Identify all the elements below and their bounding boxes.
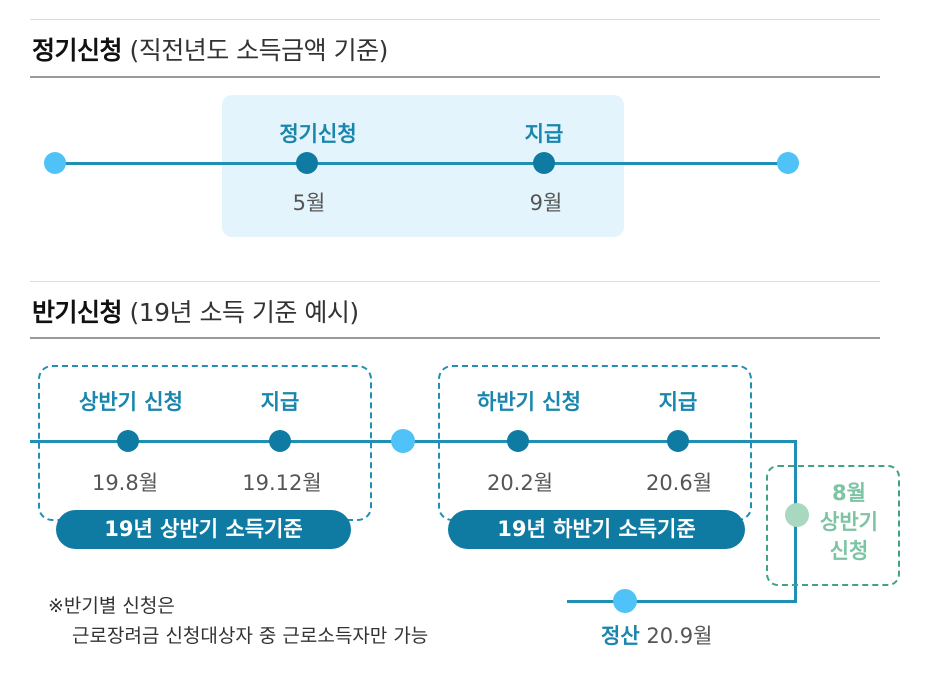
first-apply-label: 상반기 신청 — [79, 390, 183, 414]
top-divider — [30, 19, 880, 20]
regular-title-bold: 정기신청 — [32, 36, 123, 65]
regular-section-title: 정기신청 (직전년도 소득금액 기준) — [32, 31, 388, 67]
second-pay-dot — [667, 430, 689, 452]
regular-timeline — [55, 162, 788, 165]
regular-pay-month: 9월 — [529, 191, 563, 215]
regular-apply-label: 정기신청 — [279, 122, 357, 146]
regular-title-sub: (직전년도 소득금액 기준) — [129, 36, 388, 65]
settle-month: 20.9월 — [646, 624, 713, 648]
second-pay-month: 20.6월 — [645, 471, 713, 495]
half-timeline-bottom — [567, 600, 797, 603]
regular-start-dot — [44, 152, 66, 174]
regular-end-dot — [777, 152, 799, 174]
second-apply-label: 하반기 신청 — [477, 390, 581, 414]
settle-text: 정산 20.9월 — [601, 620, 712, 650]
regular-highlight-box — [222, 95, 624, 237]
second-basis-badge: 19년 하반기 소득기준 — [448, 510, 745, 549]
half-divider — [30, 281, 880, 282]
first-basis-badge: 19년 상반기 소득기준 — [56, 510, 351, 549]
first-pay-label: 지급 — [260, 390, 300, 414]
regular-section-underline — [30, 76, 880, 78]
next-cycle-half: 상반기 — [820, 510, 878, 534]
half-section-underline — [30, 337, 880, 339]
midpoint-dot — [391, 429, 415, 453]
first-apply-dot — [117, 430, 139, 452]
next-cycle-month: 8월 — [832, 481, 866, 505]
note-line1: ※반기별 신청은 — [48, 595, 175, 617]
second-apply-month: 20.2월 — [486, 471, 554, 495]
half-title-sub: (19년 소득 기준 예시) — [129, 298, 359, 327]
first-pay-month: 19.12월 — [242, 471, 322, 495]
regular-pay-label: 지급 — [524, 122, 564, 146]
next-cycle-dashed-box — [766, 465, 900, 586]
half-title-bold: 반기신청 — [32, 298, 123, 327]
next-cycle-apply: 신청 — [829, 539, 869, 563]
second-pay-label: 지급 — [658, 390, 698, 414]
regular-pay-dot — [533, 152, 555, 174]
second-apply-dot — [507, 430, 529, 452]
first-apply-month: 19.8월 — [91, 471, 159, 495]
first-pay-dot — [269, 430, 291, 452]
regular-apply-dot — [296, 152, 318, 174]
settle-label: 정산 — [601, 624, 640, 648]
regular-apply-month: 5월 — [292, 191, 326, 215]
next-cycle-label: 8월 상반기 신청 — [806, 479, 892, 566]
settle-dot — [613, 589, 637, 613]
note-line2: 근로장려금 신청대상자 중 근로소득자만 가능 — [72, 625, 429, 647]
half-section-title: 반기신청 (19년 소득 기준 예시) — [32, 293, 359, 329]
next-cycle-dot — [785, 503, 809, 527]
